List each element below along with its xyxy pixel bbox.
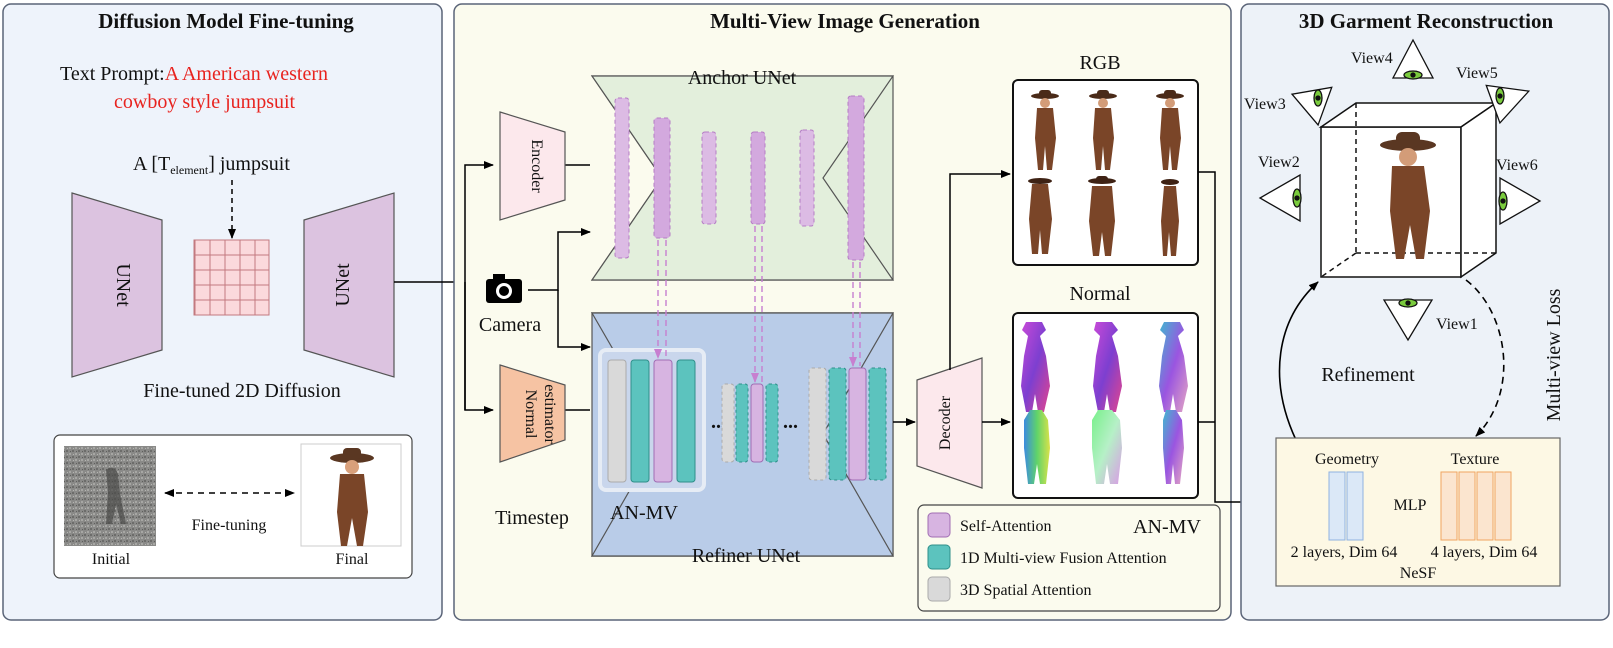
refiner-right-layers [808, 367, 887, 481]
multiview-loss-label: Multi-view Loss [1543, 288, 1565, 421]
normal-figures [1021, 322, 1188, 484]
legend-swatch-3d-spatial [927, 576, 951, 602]
initial-label: Initial [92, 551, 131, 568]
view4-eye-icon [1391, 38, 1435, 80]
nesf-label: NeSF [1400, 565, 1437, 582]
anmv-layers [607, 359, 696, 483]
fine-tuned-caption: Fine-tuned 2D Diffusion [143, 380, 340, 402]
initial-noisy-image [64, 446, 156, 546]
normal-estimator-label: Normal [522, 390, 539, 439]
legend-box [917, 504, 1221, 612]
refinement-arrow [1278, 281, 1319, 441]
final-image [300, 443, 402, 547]
panel-fine-tuning: Diffusion Model Fine-tuning Text Prompt:… [2, 3, 443, 621]
rgb-figures [1028, 90, 1184, 256]
view-eyes [1258, 38, 1542, 342]
refiner-unet-label: Refiner UNet [692, 545, 801, 567]
wire-camera-down [557, 290, 591, 351]
legend-label-3d-spatial: 3D Spatial Attention [960, 582, 1092, 599]
texture-spec: 4 layers, Dim 64 [1431, 544, 1538, 561]
final-label: Final [336, 551, 369, 568]
normal-label: Normal [1069, 283, 1131, 305]
panel-multi-view: Multi-View Image Generation Encoder Came… [453, 3, 1273, 621]
legend-label-1d-fusion: 1D Multi-view Fusion Attention [960, 550, 1167, 567]
anchor-self-attention-layers [614, 95, 865, 261]
view5-label: View5 [1456, 65, 1498, 82]
panel-title-fine-tuning: Diffusion Model Fine-tuning [98, 9, 354, 33]
panel-title-reconstruction: 3D Garment Reconstruction [1299, 9, 1554, 33]
camera-label: Camera [479, 314, 541, 336]
wire-to-normal-estimator [464, 282, 494, 414]
unet-left-label: UNet [112, 263, 134, 307]
token-caption: A [Telement] jumpsuit [133, 153, 290, 177]
normal-estimator-label2: estimator [541, 384, 558, 444]
text-prompt-line2: cowboy style jumpsuit [114, 91, 296, 113]
view1-label: View1 [1436, 316, 1478, 333]
anchor-to-refiner-arrows [654, 226, 861, 383]
view6-eye-icon [1498, 176, 1542, 226]
normal-images-box [1012, 312, 1199, 499]
view1-eye-icon [1382, 298, 1434, 342]
ellipsis-2: ... [783, 411, 798, 433]
geometry-mlp-layers [1328, 471, 1364, 541]
legend-title: AN-MV [1133, 516, 1201, 538]
unet-left [71, 192, 163, 378]
texture-label: Texture [1451, 451, 1500, 468]
decoder-block [916, 357, 983, 489]
encoder-label: Encoder [528, 139, 545, 193]
garment-figure [1380, 132, 1436, 259]
view3-eye-icon [1290, 86, 1333, 127]
geometry-spec: 2 layers, Dim 64 [1291, 544, 1398, 561]
mlp-label: MLP [1394, 497, 1427, 514]
texture-mlp-layers [1440, 471, 1512, 541]
timestep-label: Timestep [495, 507, 569, 529]
refinement-label: Refinement [1321, 364, 1415, 386]
view3-label: View3 [1244, 96, 1286, 113]
token-embedding-grid [193, 239, 270, 316]
view5-eye-icon [1485, 84, 1531, 125]
view2-eye-icon [1258, 173, 1302, 223]
encoder-block [499, 111, 566, 221]
fine-tuning-label: Fine-tuning [192, 517, 267, 534]
decoder-label: Decoder [937, 395, 954, 450]
reconstruction-cube [1318, 101, 1499, 279]
panel-title-multi-view: Multi-View Image Generation [710, 9, 980, 33]
unet-right-label: UNet [332, 263, 354, 307]
view6-label: View6 [1496, 157, 1538, 174]
refiner-mid-layers [721, 383, 779, 463]
normal-estimator-block [499, 364, 566, 463]
view2-label: View2 [1258, 154, 1300, 171]
legend-label-self-attention: Self-Attention [960, 518, 1052, 535]
rgb-label: RGB [1079, 52, 1120, 74]
geometry-label: Geometry [1315, 451, 1379, 468]
view4-label: View4 [1351, 50, 1393, 67]
nesf-box [1275, 437, 1561, 587]
anchor-unet-label: Anchor UNet [688, 67, 797, 89]
legend-swatch-self-attention [927, 512, 951, 538]
anmv-label: AN-MV [610, 502, 678, 524]
wire-camera-up [528, 228, 591, 291]
multiview-loss-arrow [1465, 279, 1505, 437]
wire-decoder-to-rgb [949, 170, 1011, 370]
text-prompt: Text Prompt:A American western [60, 63, 328, 85]
legend-swatch-1d-fusion [927, 544, 951, 570]
panel-reconstruction: 3D Garment Reconstruction View1 View2 [1240, 3, 1610, 621]
camera-icon [486, 274, 522, 303]
unet-right [303, 192, 395, 378]
